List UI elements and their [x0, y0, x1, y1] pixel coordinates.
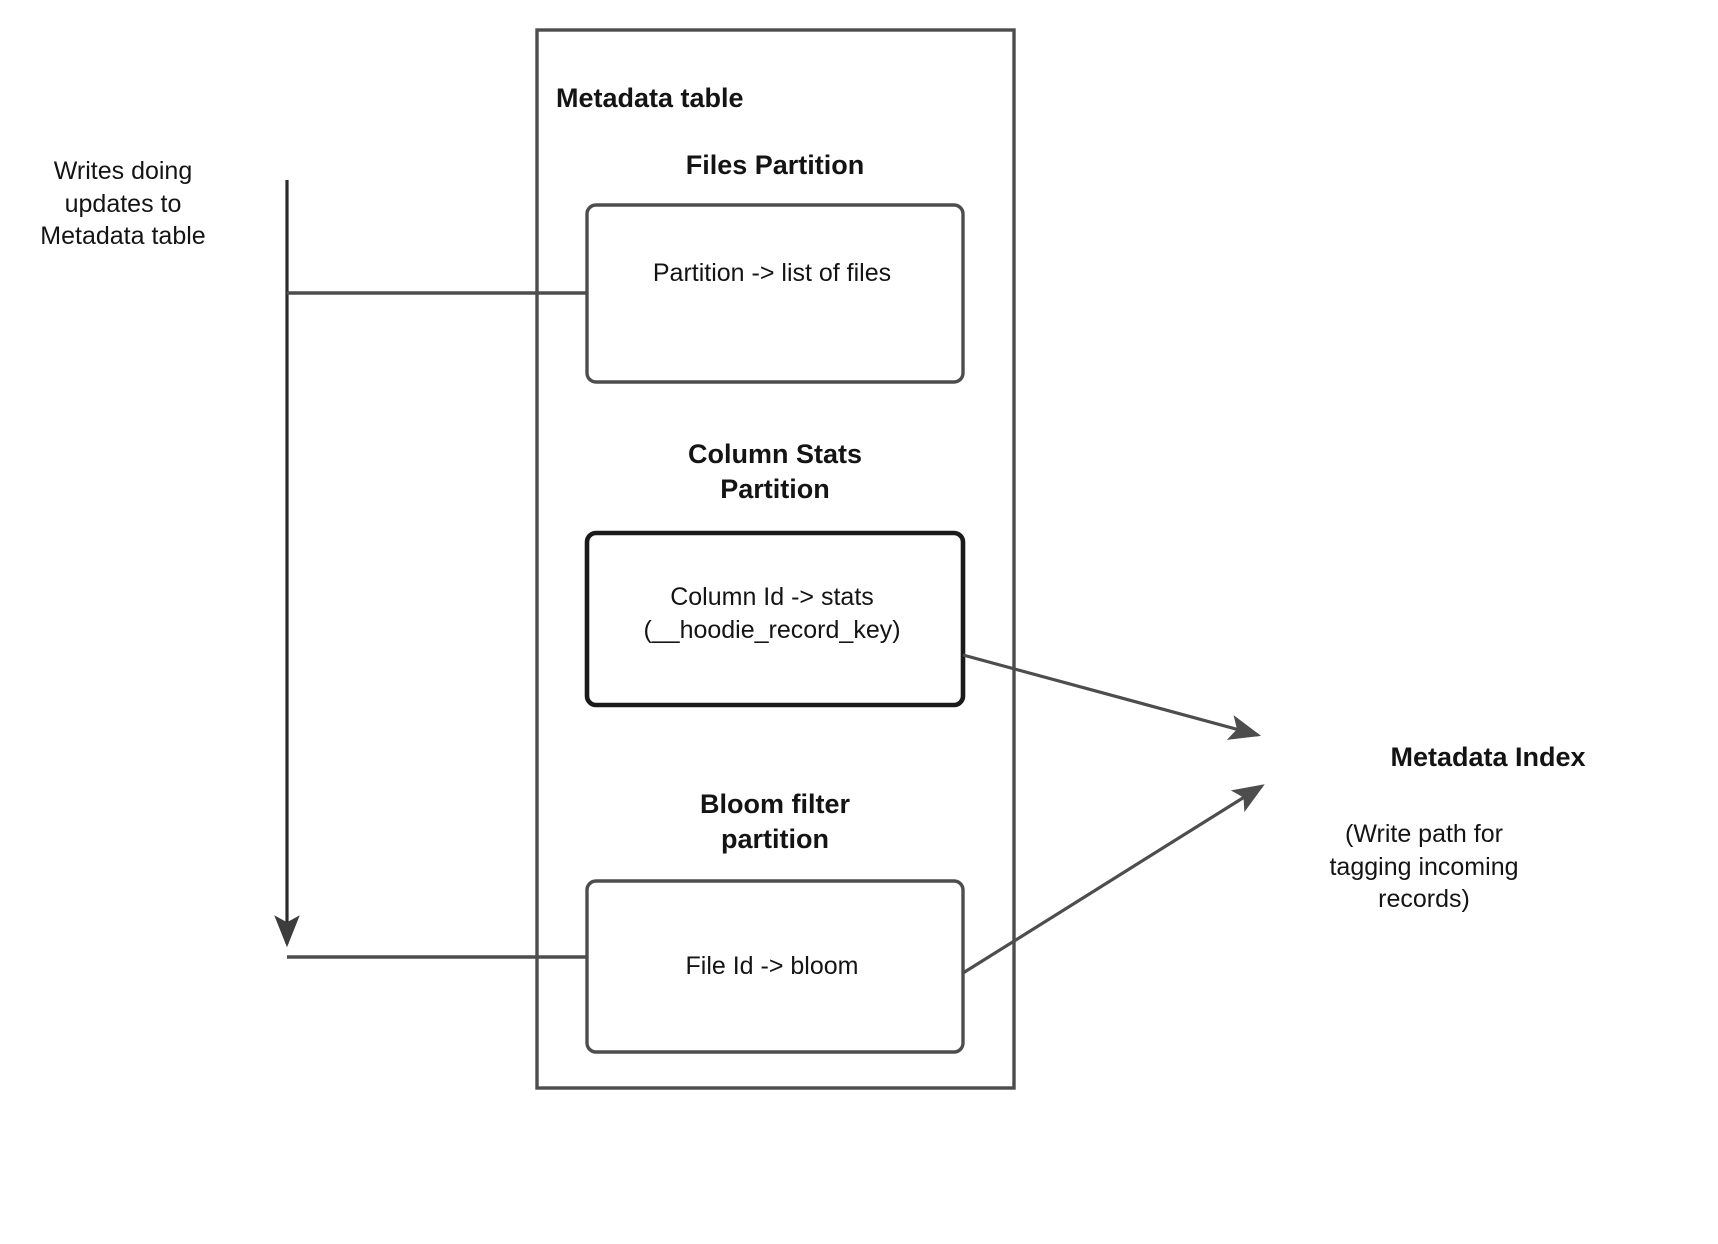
column-stats-partition-heading: Column Stats Partition	[687, 439, 862, 505]
files-partition-box	[585, 203, 965, 384]
column-stats-partition-box-label: Column Id -> stats (__hoodie_record_key)	[643, 583, 901, 644]
metadata-table-title: Metadata table	[556, 83, 744, 113]
writes-annotation-label: Writes doing updates to Metadata table	[40, 157, 206, 250]
bloom-filter-partition-box-label: File Id -> bloom	[685, 952, 859, 980]
bloom-to-index-arrow	[962, 784, 1265, 975]
files-partition-box-label: Partition -> list of files	[652, 259, 892, 287]
files-partition-heading: Files Partition	[685, 150, 865, 180]
bloom-filter-partition-box	[585, 879, 965, 1054]
column-stats-partition-box	[584, 530, 966, 708]
colstats-to-index-arrow	[962, 653, 1262, 740]
metadata-index-caption: (Write path for tagging incoming records…	[1329, 820, 1519, 913]
metadata-table-container	[535, 28, 1016, 1090]
bloom-filter-partition-heading: Bloom filter partition	[699, 789, 850, 855]
metadata-index-title: Metadata Index	[1390, 742, 1586, 772]
